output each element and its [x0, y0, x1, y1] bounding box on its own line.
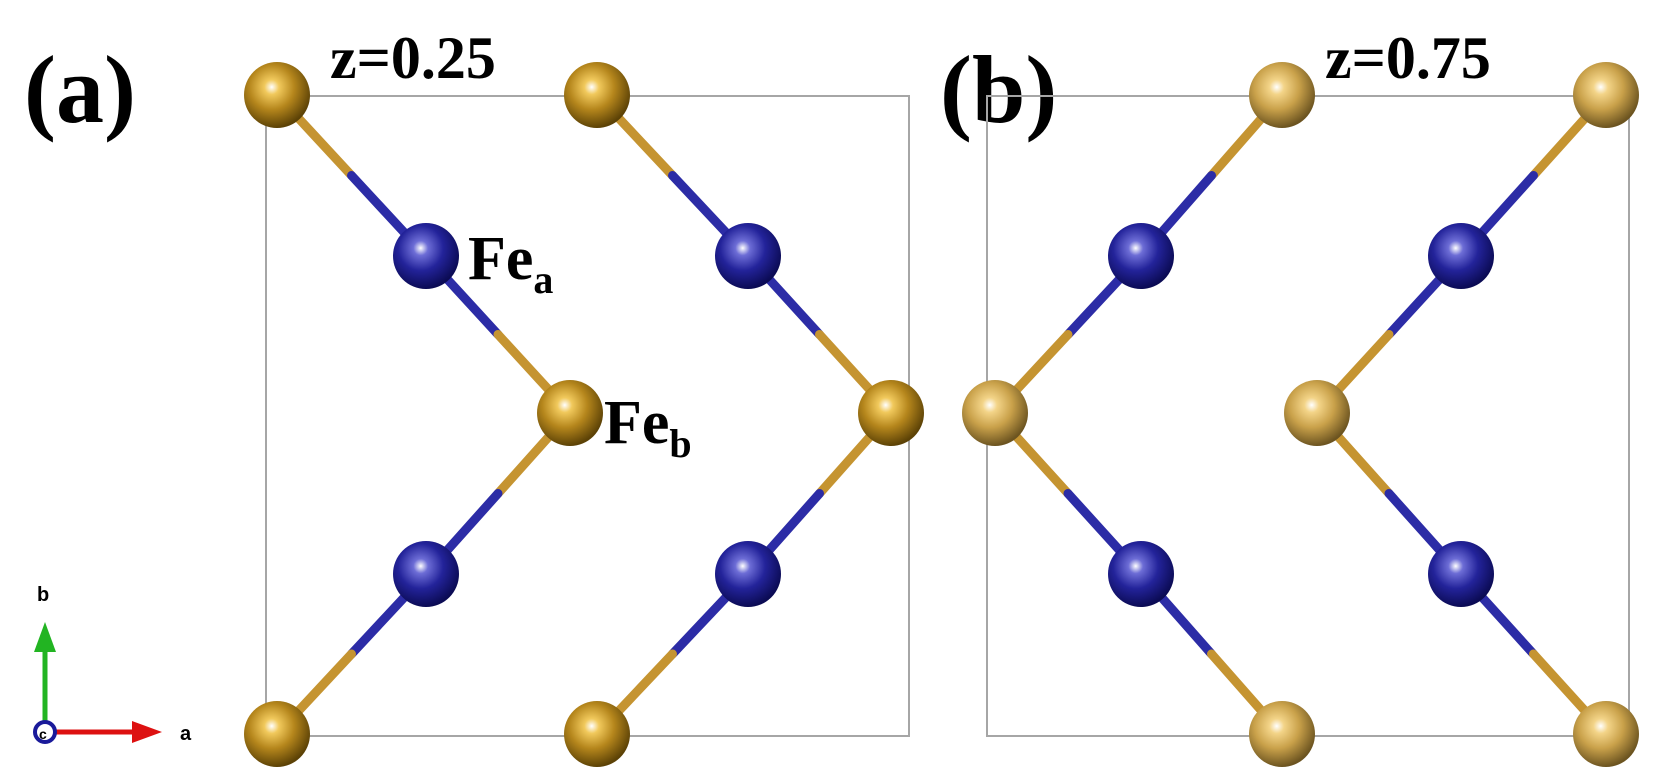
fe-b-label-main: Fe — [604, 389, 669, 457]
panel-a: (a) z=0.25 Fea Feb — [24, 25, 924, 767]
a-axis-label: a — [180, 723, 192, 745]
atom-fe-a-panel-b-1-1 — [1428, 223, 1494, 289]
atom-fe-a-panel-a-1-3 — [715, 541, 781, 607]
panel-a-label: (a) — [24, 36, 136, 143]
atom-fe-b-panel-b-1-0 — [1573, 62, 1639, 128]
atoms-a — [244, 62, 924, 767]
c-axis-dot — [33, 720, 57, 744]
fe-b-label-sub: b — [669, 421, 691, 466]
atom-fe-a-panel-b-0-1 — [1108, 223, 1174, 289]
panel-b-z-label: z=0.75 — [1325, 25, 1491, 91]
atom-fe-a-panel-b-1-3 — [1428, 541, 1494, 607]
atom-fe-b-panel-a-0-2 — [537, 380, 603, 446]
panel-b-label: (b) — [940, 36, 1057, 143]
atom-fe-a-panel-a-0-1 — [393, 223, 459, 289]
atom-fe-b-panel-a-1-0 — [564, 62, 630, 128]
atom-fe-b-panel-b-0-0 — [1249, 62, 1315, 128]
atoms-b — [962, 62, 1639, 767]
atom-fe-b-panel-b-1-4 — [1573, 701, 1639, 767]
axis-triad: c b a — [33, 584, 192, 745]
atom-fe-a-panel-a-1-1 — [715, 223, 781, 289]
fe-a-label-sub: a — [533, 257, 553, 302]
panel-b: (b) z=0.75 — [940, 25, 1639, 767]
b-axis-label: b — [37, 584, 49, 606]
atom-fe-b-panel-b-0-2 — [962, 380, 1028, 446]
a-axis-arrowhead — [132, 721, 162, 743]
fe-a-label-main: Fe — [468, 225, 533, 293]
panel-a-z-label: z=0.25 — [330, 25, 496, 91]
c-axis-label: c — [39, 726, 47, 742]
b-axis-arrowhead — [34, 622, 56, 652]
atom-fe-b-panel-a-0-0 — [244, 62, 310, 128]
atom-fe-a-panel-b-0-3 — [1108, 541, 1174, 607]
fe-a-site-label: Fea — [468, 225, 553, 302]
atom-fe-b-panel-b-0-4 — [1249, 701, 1315, 767]
atom-fe-b-panel-a-1-4 — [564, 701, 630, 767]
atom-fe-b-panel-a-0-4 — [244, 701, 310, 767]
atom-fe-b-panel-b-1-2 — [1284, 380, 1350, 446]
atom-fe-b-panel-a-1-2 — [858, 380, 924, 446]
atom-fe-a-panel-a-0-3 — [393, 541, 459, 607]
fe-b-site-label: Feb — [604, 389, 692, 466]
